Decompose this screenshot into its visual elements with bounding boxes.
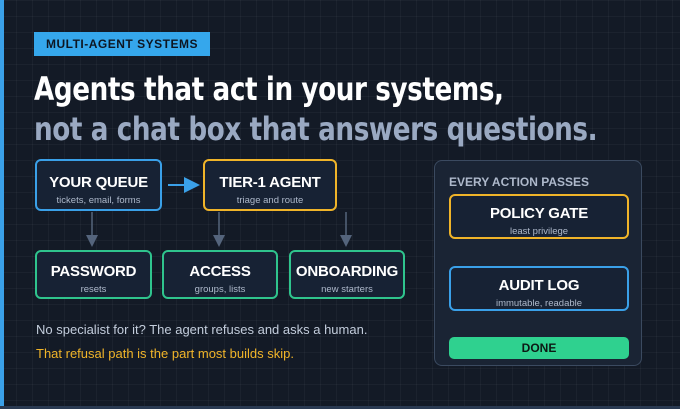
node-onboarding-sub: new starters bbox=[321, 284, 373, 295]
node-access: ACCESS groups, lists bbox=[162, 250, 278, 299]
node-your-queue-sub: tickets, email, forms bbox=[56, 195, 141, 206]
node-your-queue: YOUR QUEUE tickets, email, forms bbox=[35, 159, 162, 211]
node-audit-log-sub: immutable, readable bbox=[495, 298, 583, 309]
panel-title: EVERY ACTION PASSES bbox=[449, 175, 590, 189]
headline-line-1: Agents that act in your systems, bbox=[34, 70, 504, 108]
done-badge: DONE bbox=[449, 337, 629, 359]
node-access-sub: groups, lists bbox=[194, 284, 246, 295]
node-audit-log-title: AUDIT LOG bbox=[498, 277, 580, 294]
node-password: PASSWORD resets bbox=[35, 250, 152, 299]
node-policy-gate-title: POLICY GATE bbox=[489, 205, 589, 222]
node-audit-log: AUDIT LOG immutable, readable bbox=[449, 266, 629, 311]
node-access-title: ACCESS bbox=[189, 263, 251, 280]
node-onboarding-title: ONBOARDING bbox=[295, 263, 399, 280]
bottom-divider bbox=[0, 406, 680, 409]
node-tier-1-agent: TIER-1 AGENT triage and route bbox=[203, 159, 337, 211]
node-password-sub: resets bbox=[80, 284, 107, 295]
node-policy-gate: POLICY GATE least privilege bbox=[449, 194, 629, 239]
note-refusal-path: That refusal path is the part most build… bbox=[36, 346, 294, 361]
headline-line-2: not a chat box that answers questions. bbox=[34, 110, 598, 148]
note-refusal: No specialist for it? The agent refuses … bbox=[36, 322, 368, 337]
node-password-title: PASSWORD bbox=[50, 263, 137, 280]
node-policy-gate-sub: least privilege bbox=[509, 226, 569, 237]
accent-bar bbox=[0, 0, 4, 409]
node-your-queue-title: YOUR QUEUE bbox=[49, 174, 148, 191]
action-panel: EVERY ACTION PASSES bbox=[434, 160, 642, 366]
node-tier-1-agent-title: TIER-1 AGENT bbox=[219, 174, 321, 191]
node-onboarding: ONBOARDING new starters bbox=[289, 250, 405, 299]
section-tag: MULTI-AGENT SYSTEMS bbox=[34, 32, 210, 56]
node-tier-1-agent-sub: triage and route bbox=[236, 195, 304, 206]
